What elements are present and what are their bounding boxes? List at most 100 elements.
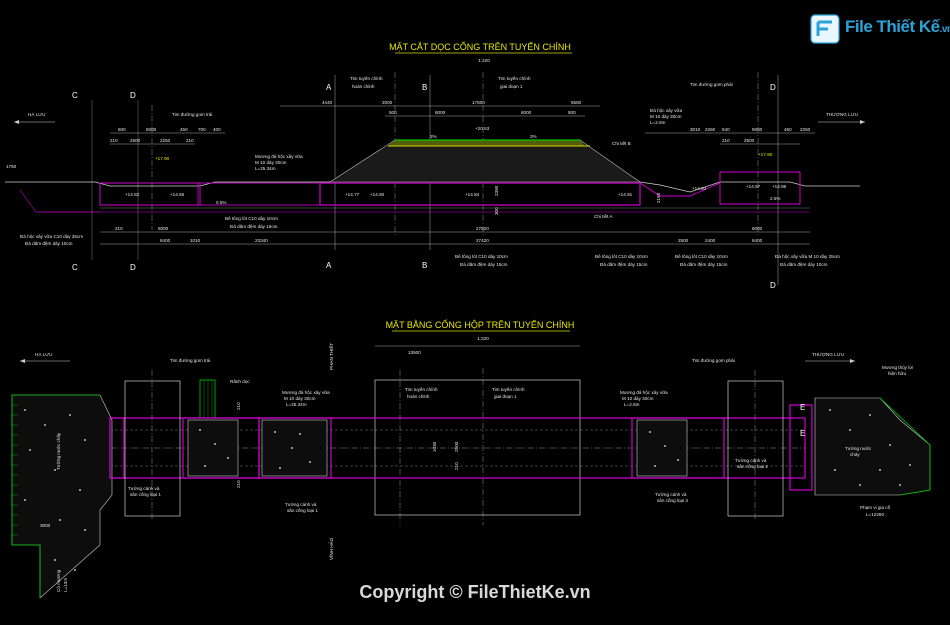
dim-2150: 2150	[656, 192, 661, 203]
plan-dim-1030: 1030	[432, 441, 437, 452]
chi-tiet-b: Chi tiết B	[612, 141, 631, 146]
bot-1010: 1010	[190, 238, 201, 243]
be-tong-lot-2: Bê tông lót C10 dày 10cm	[455, 254, 508, 259]
filethietke-logo	[810, 14, 840, 44]
plan-marker-e1: E	[800, 403, 805, 412]
bot-27420: 27420	[476, 238, 489, 243]
dim-450-right: 450	[784, 127, 792, 132]
tim-duong-gom-phai: Tim đường gom phải	[690, 82, 733, 87]
dim-5000-left: 5000	[146, 127, 157, 132]
longitudinal-section: MẶT CẮT DỌC CỐNG TRÊN TUYẾN CHÍNH 1:220 …	[5, 41, 865, 290]
marker-b-bottom: B	[422, 261, 427, 270]
plan-scale: 1:220	[477, 336, 489, 341]
tim-tuyen-chinh-gd1-1: Tim tuyến chính	[498, 76, 531, 81]
chi-tiet-a: Chi tiết A	[594, 214, 613, 219]
copyright-watermark: Copyright © FileThietKe.vn	[359, 582, 591, 602]
slope-2b: 2%	[530, 134, 537, 139]
dim-210-left: 210	[110, 138, 118, 143]
plan-muong-trai-2: M 10 dày 30cm	[284, 396, 316, 401]
da-dam-dem-1: Đá dăm đệm dày 15cm	[230, 224, 278, 229]
plan-tuong-canh-2b: sân cống loại 2	[737, 464, 768, 469]
plan-co-muong: Cỏ mương	[55, 569, 61, 592]
da-dam-trai-bot: Đá dăm đệm dày 10cm	[25, 241, 73, 246]
da-dam-phai-bot: Đá dăm đệm dày 10cm	[780, 262, 828, 267]
elev-14-82: +14.82	[125, 192, 140, 197]
tim-duong-gom-trai: Tim đường gom trái	[172, 112, 212, 117]
plan-tim-gom-trai: Tim đường gom trái	[170, 358, 210, 363]
da-dam-dem-4: Đá dăm đệm dày 15cm	[680, 262, 728, 267]
plan-muong-trai-1: Mương đá hộc xây vữa	[282, 390, 330, 395]
bot-6400b: 6400	[752, 238, 763, 243]
elev-14-91: +14.91	[618, 192, 633, 197]
plan-truong-nuoc-phai2: chảy	[850, 452, 860, 457]
dim-500-left: 500	[118, 127, 126, 132]
be-tong-lot-4: Bê tông lót C10 dày 10cm	[675, 254, 728, 259]
dim-2390: 2390	[494, 185, 499, 196]
dim-6000a: 6000	[435, 110, 446, 115]
da-hoc-phai-len: L=2.6m	[650, 120, 666, 125]
plan-muong-phai-len: L=2.6m	[624, 402, 640, 407]
bot-210: 210	[115, 226, 123, 231]
ha-luu-label: HẠ LƯU	[28, 112, 45, 117]
marker-c-bottom: C	[72, 263, 78, 272]
muong-da-hoc-2: M 10 dày 30cm	[255, 160, 287, 165]
dim-2500-l1: 2500	[130, 138, 141, 143]
plan-dim-210a: 210	[454, 462, 459, 470]
box-culvert-plan: MẶT BẰNG CỐNG HỘP TRÊN TUYẾN CHÍNH 1:220…	[11, 319, 931, 599]
bot-2400: 2400	[705, 238, 716, 243]
plan-dim-3000: 3000	[40, 523, 51, 528]
plan-tim-gom-phai: Tim đường gom phải	[692, 358, 735, 363]
plan-dim-210b: 210	[236, 402, 241, 410]
elev-14-80: +14.80	[370, 192, 385, 197]
plan-muong-phai-2: M 10 dày 30cm	[622, 396, 654, 401]
dim-540: 540	[722, 127, 730, 132]
dim-6000b: 6000	[521, 110, 532, 115]
section-title: MẶT CẮT DỌC CỐNG TRÊN TUYẾN CHÍNH	[389, 41, 571, 52]
plan-tuong-canh-4b: sân cống loại 1	[287, 508, 318, 513]
marker-d-right-bottom: D	[770, 281, 776, 290]
plan-tuong-canh-3a: Tường cánh và	[655, 492, 687, 497]
dim-5580: 5580	[571, 100, 582, 105]
bot-6000b: 6000	[752, 226, 763, 231]
marker-d-top: D	[130, 91, 136, 100]
slope-2a: 2%	[430, 134, 437, 139]
slope-0-5: 0.5%	[216, 200, 226, 205]
plan-muong-phai-1: Mương đá hộc xây vữa	[620, 390, 668, 395]
plan-tuong-canh-2a: Tường cánh và	[735, 458, 767, 463]
dim-210-left-2: 210	[186, 138, 194, 143]
elev-14-95: +14.95	[772, 184, 787, 189]
be-tong-lot-3: Bê tông lót C10 dày 10cm	[595, 254, 648, 259]
tim-tuyen-chinh-gd1-2: giai đoạn 1	[500, 84, 523, 89]
be-tong-lot-1: Bê tông lót C10 dày 10cm	[225, 216, 278, 221]
dim-2260: 2260	[705, 127, 716, 132]
da-dam-dem-3: Đá dăm đệm dày 15cm	[600, 262, 648, 267]
muong-len: L=25.34m	[255, 166, 276, 171]
dim-500b: 500	[568, 110, 576, 115]
plan-dim-13500: 13500	[408, 350, 421, 355]
plan-tim-gd1-2: giai đoạn 1	[494, 394, 517, 399]
plan-dim-210c: 210	[236, 480, 241, 488]
section-scale: 1:220	[478, 58, 490, 63]
dim-4440: 4440	[322, 100, 333, 105]
bot-2500: 2500	[678, 238, 689, 243]
marker-b-top: B	[422, 83, 427, 92]
dim-700: 700	[198, 127, 206, 132]
plan-tham-vi-2: L=12260	[866, 512, 884, 517]
plan-tuong-canh-1a: Tường cánh và	[128, 486, 160, 491]
logo-text: File Thiết Kế.vn	[845, 17, 950, 37]
da-hoc-phai-2: M 10 dày 30cm	[650, 114, 682, 119]
plan-muong-thuy-loi-1: Mương thủy lợi	[882, 364, 913, 370]
plan-tuong-canh-1b: sân cống loại 1	[130, 492, 161, 497]
elev-14-65: +14.65	[170, 192, 185, 197]
elev-1750: 1750	[6, 164, 17, 169]
plan-tuong-canh-4a: Tường cánh và	[285, 502, 317, 507]
da-hoc-phai-1: Đá hộc xây vữa	[650, 108, 683, 113]
plan-tim-tuyen-2: hoàn chỉnh	[407, 393, 430, 399]
tim-tuyen-chinh-hc-2: hoàn chỉnh	[352, 83, 375, 89]
plan-truong-nuoc-phai: Tường nước	[845, 446, 872, 451]
dim-2250-l: 2250	[160, 138, 171, 143]
elev-20-53: +20.53	[475, 126, 490, 131]
dim-500a: 500	[389, 110, 397, 115]
elev-17-90-right: +17.90	[758, 152, 773, 157]
